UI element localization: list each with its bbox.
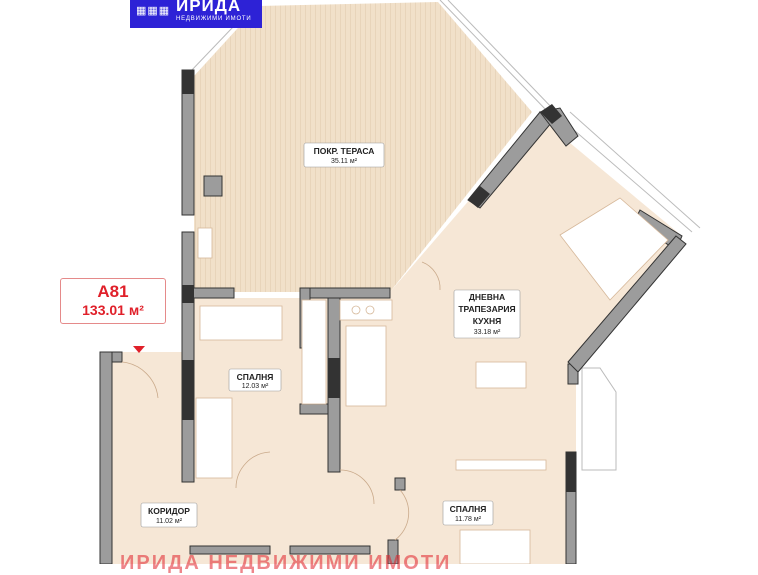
logo-name: ИРИДА: [176, 0, 242, 15]
brand-logo: ▦▦▦ ИРИДА НЕДВИЖИМИ ИМОТИ: [130, 0, 262, 28]
bed-3: [459, 529, 531, 564]
logo-tagline: НЕДВИЖИМИ ИМОТИ: [176, 16, 252, 22]
svg-text:11.02 м²: 11.02 м²: [156, 518, 183, 525]
wardrobe: [301, 299, 327, 405]
svg-text:33.18 м²: 33.18 м²: [474, 329, 501, 336]
apartment-badge: A81 133.01 м²: [60, 278, 166, 324]
svg-text:КОРИДОР: КОРИДОР: [148, 506, 190, 516]
svg-text:11.78 м²: 11.78 м²: [455, 516, 482, 523]
balcony: [581, 367, 617, 471]
svg-text:35.11 м²: 35.11 м²: [331, 158, 358, 165]
dining-table: [475, 361, 527, 389]
room-label-bedroom-2: СПАЛНЯ 11.78 м²: [442, 500, 494, 526]
bath: [197, 227, 213, 259]
svg-text:СПАЛНЯ: СПАЛНЯ: [237, 372, 274, 382]
room-label-living: ДНЕВНА ТРАПЕЗАРИЯ КУХНЯ 33.18 м²: [453, 289, 521, 339]
tv-unit: [455, 459, 547, 471]
furniture: [195, 197, 669, 564]
bed-1: [199, 305, 283, 341]
svg-text:ПОКР. ТЕРАСА: ПОКР. ТЕРАСА: [314, 146, 375, 156]
room-label-corridor: КОРИДОР 11.02 м²: [140, 502, 198, 528]
svg-text:12.03 м²: 12.03 м²: [242, 383, 269, 390]
room-label-bedroom-1: СПАЛНЯ 12.03 м²: [228, 368, 282, 392]
door-swings: [121, 261, 441, 541]
svg-text:СПАЛНЯ: СПАЛНЯ: [450, 504, 487, 514]
apartment-area: 133.01 м²: [82, 302, 144, 318]
sofa: [559, 197, 669, 301]
svg-text:ТРАПЕЗАРИЯ: ТРАПЕЗАРИЯ: [458, 304, 515, 314]
entrance-arrow-icon: [133, 346, 145, 353]
apartment-code: A81: [97, 282, 129, 301]
kitchen-island: [345, 325, 387, 407]
svg-text:ДНЕВНА: ДНЕВНА: [469, 292, 505, 302]
building-icon: ▦▦▦: [136, 5, 171, 17]
svg-text:КУХНЯ: КУХНЯ: [473, 316, 502, 326]
wall-columns: [182, 70, 576, 492]
bed-2: [195, 397, 233, 479]
room-label-terrace: ПОКР. ТЕРАСА 35.11 м²: [303, 142, 385, 168]
